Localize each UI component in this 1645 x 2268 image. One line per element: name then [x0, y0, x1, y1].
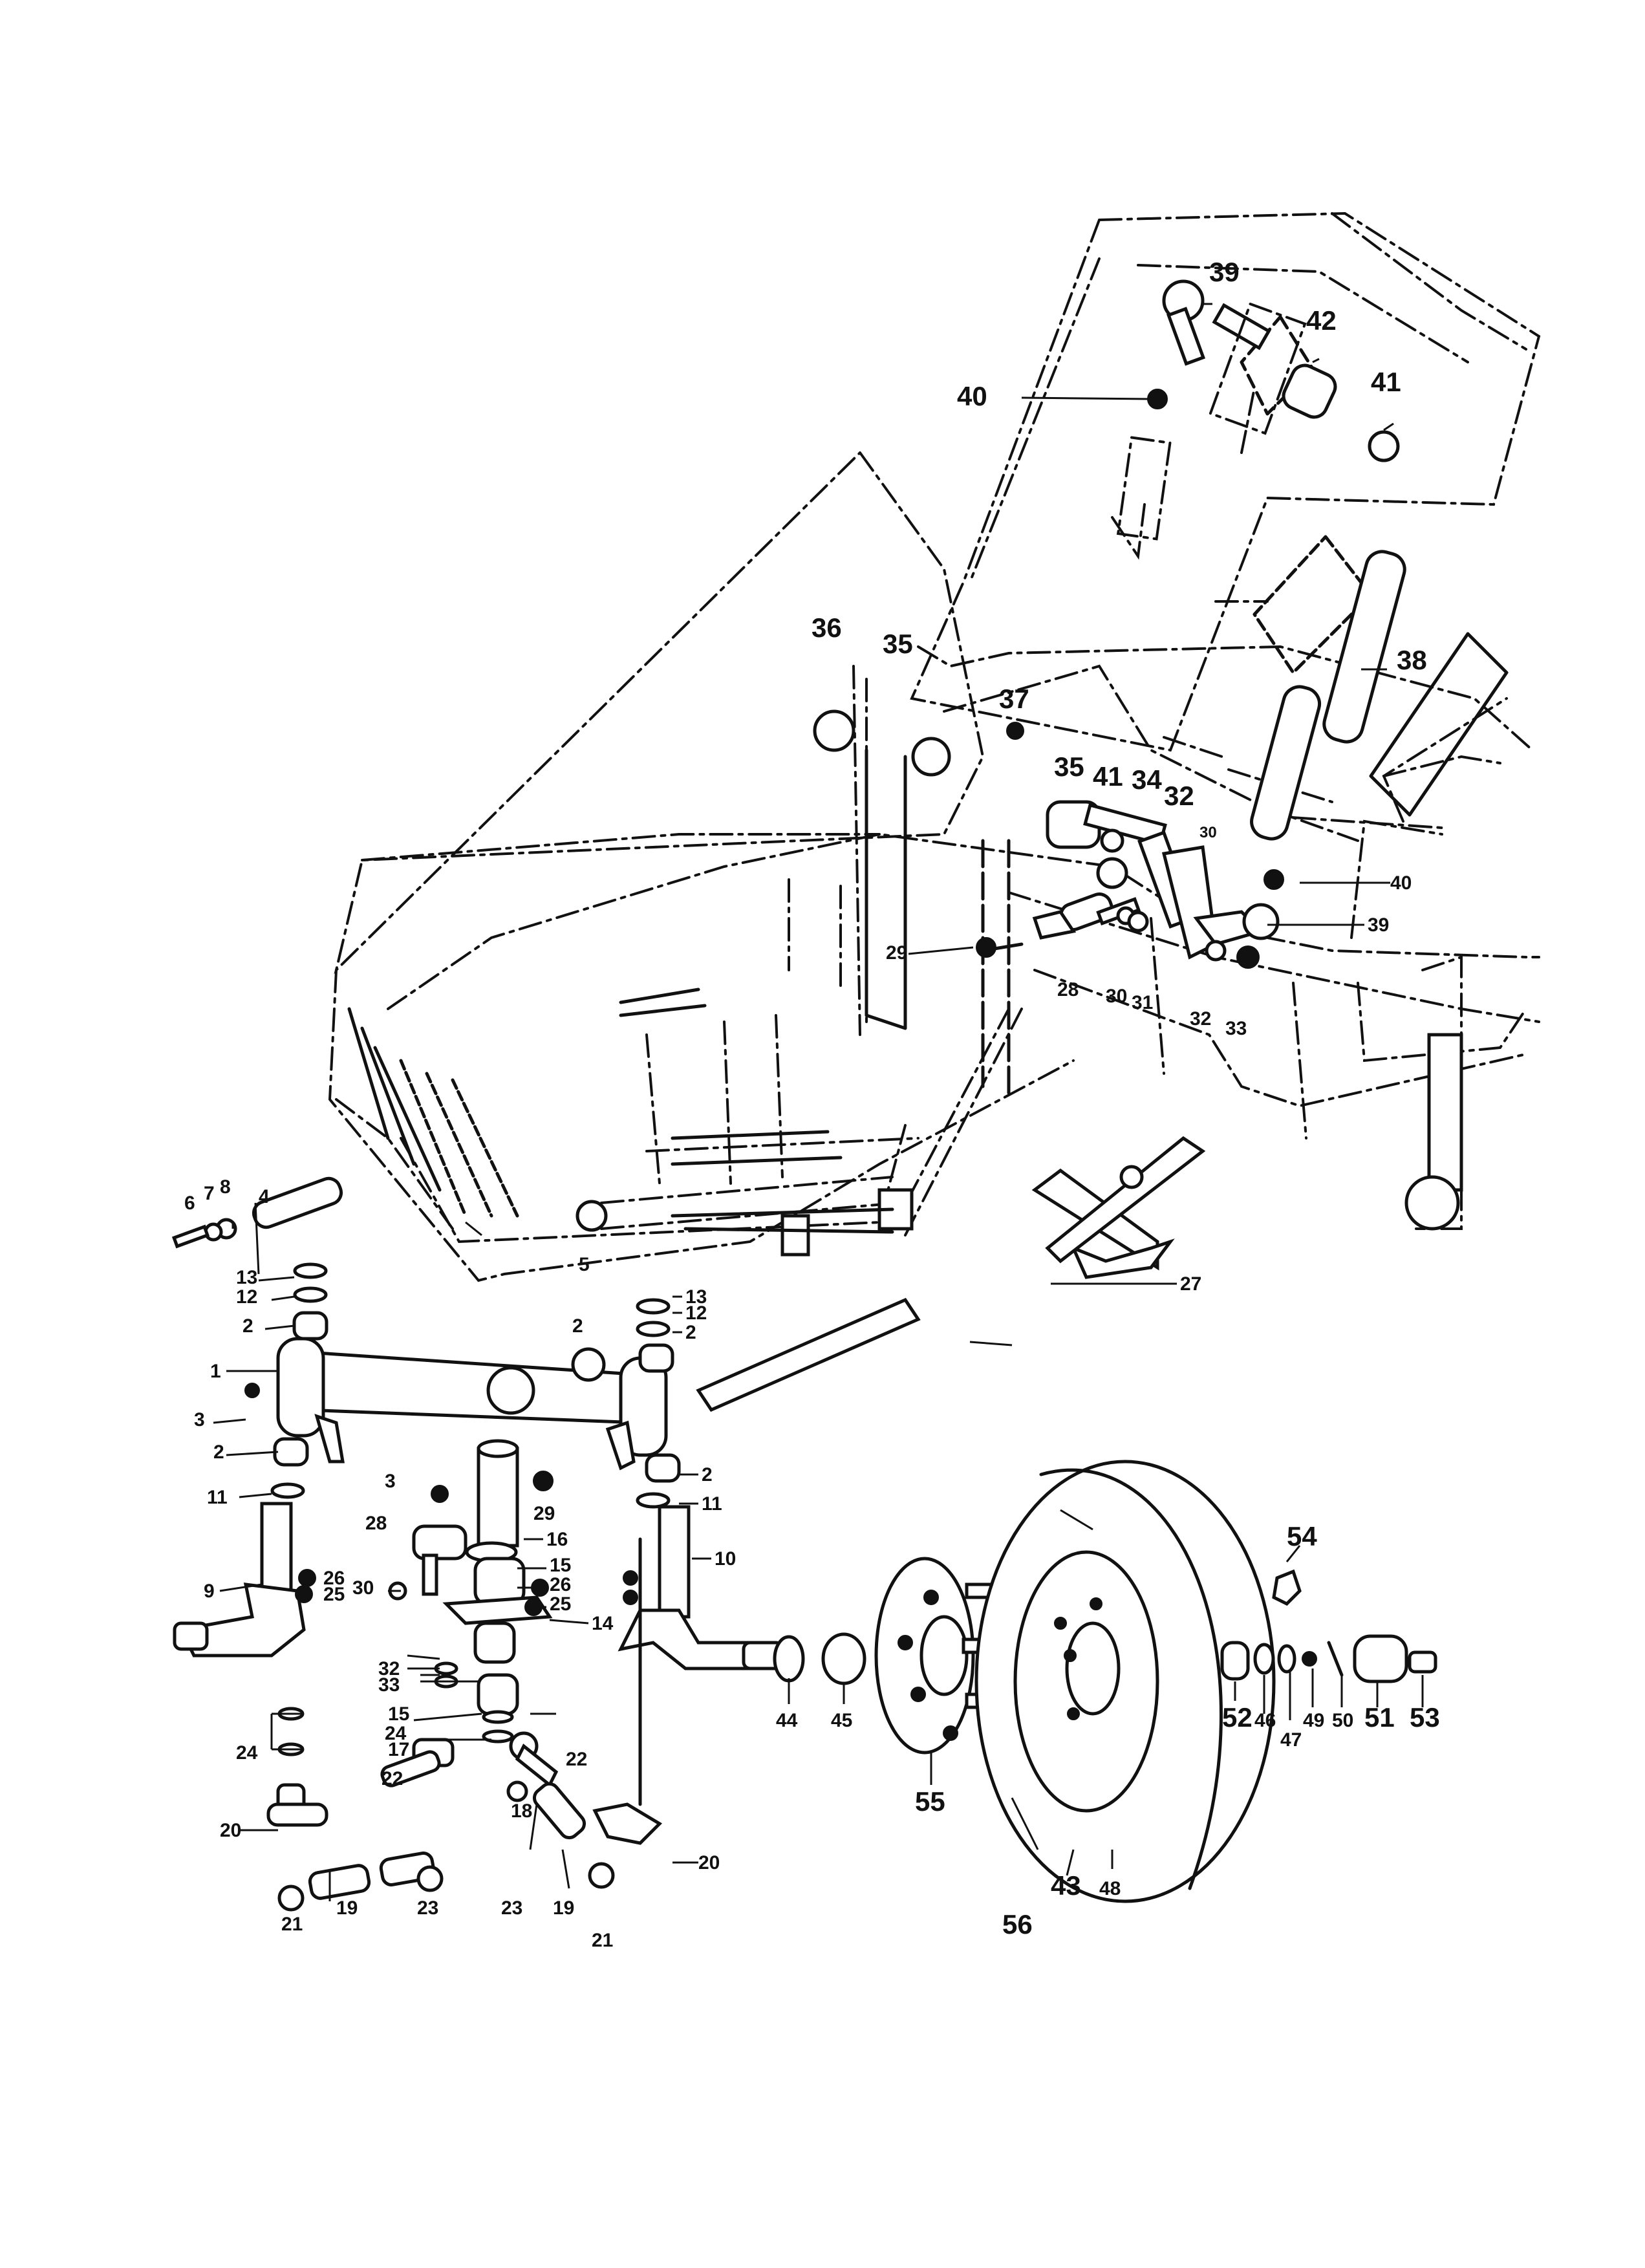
label-2-left-a: 2	[242, 1315, 253, 1337]
label-38: 38	[1397, 645, 1427, 675]
label-30-right: 30	[1199, 824, 1217, 841]
label-11-left: 11	[207, 1487, 228, 1508]
label-12-left: 12	[236, 1286, 257, 1308]
label-44: 44	[776, 1710, 798, 1731]
label-7: 7	[204, 1183, 215, 1204]
label-35-top: 35	[883, 629, 913, 659]
label-30-mid: 30	[1106, 986, 1127, 1007]
label-24: 24	[236, 1742, 258, 1764]
rear-wheel-stub	[1404, 1033, 1463, 1231]
label-33-top: 33	[1225, 1018, 1247, 1039]
label-47: 47	[1280, 1729, 1302, 1751]
label-51: 51	[1364, 1702, 1395, 1733]
label-39-mid: 39	[1368, 914, 1389, 936]
steering-parts	[696, 279, 1406, 1412]
label-22-left: 22	[382, 1768, 403, 1789]
label-53: 53	[1410, 1702, 1440, 1733]
label-2-right-b: 2	[702, 1464, 713, 1485]
seat-panels	[347, 315, 1509, 1257]
label-10: 10	[715, 1548, 736, 1570]
label-3-mid: 3	[385, 1471, 396, 1492]
label-55: 55	[915, 1786, 945, 1817]
label-41-mid: 41	[1093, 761, 1123, 792]
label-56: 56	[1002, 1909, 1033, 1939]
label-25-left: 25	[323, 1584, 345, 1605]
label-34: 34	[1132, 764, 1162, 795]
label-19-right: 19	[553, 1897, 574, 1919]
label-29-top: 29	[886, 942, 907, 964]
label-22-right: 22	[566, 1749, 587, 1770]
label-32-top: 32	[1164, 781, 1194, 811]
label-14: 14	[592, 1613, 614, 1634]
label-46: 46	[1254, 1710, 1276, 1731]
label-26-left: 26	[323, 1568, 345, 1589]
label-13-left: 13	[236, 1267, 257, 1288]
leader-lines	[213, 303, 1424, 1901]
label-1: 1	[210, 1361, 221, 1382]
label-23-right: 23	[501, 1897, 522, 1919]
label-32-mid: 32	[1190, 1008, 1211, 1030]
label-6: 6	[184, 1193, 195, 1214]
label-20-left: 20	[220, 1820, 241, 1841]
wheel-assembly	[773, 1460, 1437, 1903]
label-21-right: 21	[592, 1930, 613, 1951]
label-28-top: 28	[1057, 979, 1079, 1000]
label-25-mid: 25	[550, 1593, 571, 1615]
label-5: 5	[579, 1254, 590, 1275]
label-9: 9	[204, 1581, 215, 1602]
label-40-top: 40	[957, 381, 987, 411]
label-3-left: 3	[194, 1409, 205, 1431]
label-31: 31	[1132, 992, 1153, 1013]
label-15-bottom: 15	[388, 1703, 409, 1725]
label-30-bottom: 30	[352, 1577, 374, 1599]
label-28-bottom: 28	[365, 1513, 387, 1534]
label-13-right: 13	[685, 1286, 707, 1308]
label-24-mid: 24	[385, 1723, 407, 1744]
label-27: 27	[1180, 1273, 1201, 1295]
label-36: 36	[812, 612, 842, 643]
label-20-right: 20	[698, 1852, 720, 1874]
label-50: 50	[1332, 1710, 1353, 1731]
part-labels: 39 42 40 41 38 36 35 37 35 41 34 32 30 4…	[184, 257, 1440, 1951]
label-40-mid: 40	[1390, 872, 1412, 894]
front-axle	[171, 1176, 784, 1912]
label-45: 45	[831, 1710, 852, 1731]
label-4: 4	[259, 1186, 270, 1207]
label-33-bottom: 33	[378, 1674, 400, 1696]
label-2-mid: 2	[572, 1315, 583, 1337]
label-42: 42	[1306, 305, 1337, 336]
label-2-left-b: 2	[213, 1442, 224, 1463]
label-41-top: 41	[1371, 367, 1401, 397]
label-26-mid: 26	[550, 1574, 571, 1595]
label-43: 43	[1051, 1870, 1081, 1901]
label-19-left: 19	[336, 1897, 358, 1919]
label-16: 16	[546, 1529, 568, 1550]
label-39-top: 39	[1209, 257, 1240, 287]
label-23-left: 23	[417, 1897, 438, 1919]
label-49: 49	[1303, 1710, 1324, 1731]
label-15-top: 15	[550, 1555, 571, 1576]
label-18: 18	[511, 1800, 532, 1822]
label-11-right: 11	[702, 1493, 722, 1515]
label-52: 52	[1222, 1702, 1253, 1733]
label-48: 48	[1099, 1878, 1121, 1899]
label-35-mid: 35	[1054, 751, 1084, 782]
label-21-left: 21	[281, 1914, 303, 1935]
label-8: 8	[220, 1176, 231, 1198]
label-2-right-a: 2	[685, 1322, 696, 1343]
label-32-bottom: 32	[378, 1658, 400, 1679]
label-17: 17	[388, 1739, 409, 1760]
label-29-bottom: 29	[533, 1503, 555, 1524]
label-12-right: 12	[685, 1302, 707, 1324]
label-54: 54	[1287, 1521, 1317, 1551]
label-37: 37	[999, 684, 1029, 714]
